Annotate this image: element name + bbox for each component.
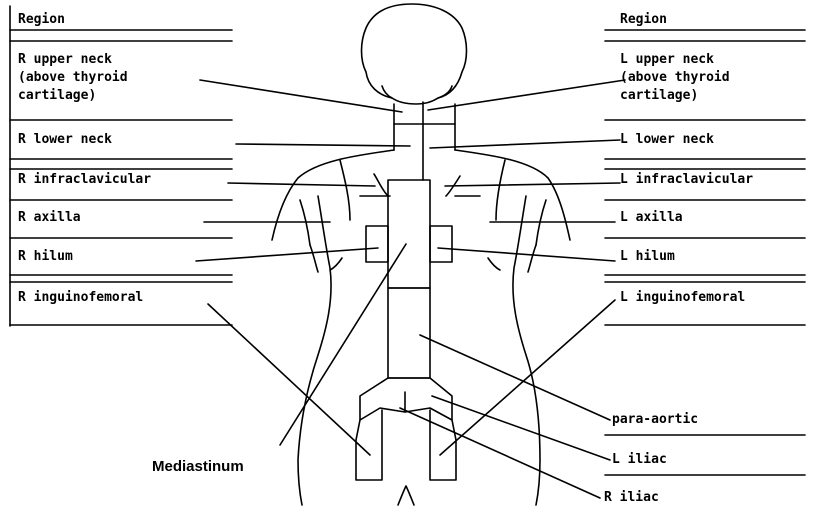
l-upper-neck-sub1: (above thyroid [620,70,730,85]
r-lower-neck-label: R lower neck [18,132,112,147]
mediastinum-label: Mediastinum [152,458,244,475]
l-inguinofemoral-label: L inguinofemoral [620,290,745,305]
r-infraclavicular-label: R infraclavicular [18,172,151,187]
l-upper-neck-label: L upper neck [620,52,714,67]
l-infraclavicular-label: L infraclavicular [620,172,753,187]
right-shoulder-arm [455,150,570,240]
r-upper-neck-sub1: (above thyroid [18,70,128,85]
l-lower-neck-label: L lower neck [620,132,714,147]
l-axilla-label: L axilla [620,210,683,225]
mediastinum-column [388,180,430,288]
left-leader-lines [196,80,410,455]
l-upper-neck-sub2: cartilage) [620,88,698,103]
para-aortic-column [388,288,430,378]
r-hilum-label: R hilum [18,249,73,264]
torso-left-side [298,196,331,505]
r-axilla-label: R axilla [18,210,81,225]
left-region-header: Region [18,12,65,27]
right-region-header: Region [620,12,667,27]
r-upper-neck-label: R upper neck [18,52,112,67]
l-hilum-label: L hilum [620,249,675,264]
mediastinum-leader [280,244,406,445]
l-iliac-label: L iliac [612,452,667,467]
r-iliac-label: R iliac [604,490,659,505]
l-hilum-box [430,226,452,262]
para-aortic-label: para-aortic [612,412,698,427]
r-hilum-box [366,226,388,262]
r-upper-neck-sub2: cartilage) [18,88,96,103]
r-inguinofemoral-label: R inguinofemoral [18,290,143,305]
